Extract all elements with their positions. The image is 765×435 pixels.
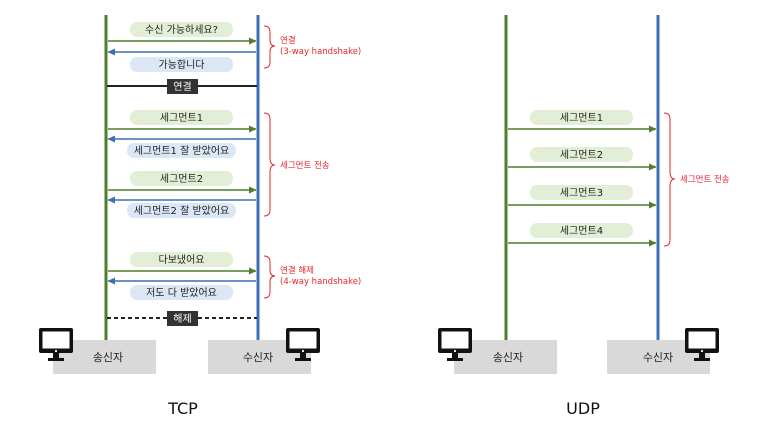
monitor-icon (286, 328, 320, 361)
tcp-ack1-pill (127, 143, 236, 158)
tcp-connect-brace (263, 25, 276, 69)
tcp-close-brace (263, 255, 276, 299)
tcp-ack2-pill (127, 203, 236, 218)
tcp-request-label: 수신 가능하세요? (145, 23, 218, 36)
udp-seg4-pill (530, 223, 633, 238)
tcp-receiver-label: 수신자 (243, 351, 273, 364)
monitor-icon (438, 328, 472, 361)
udp-seg2-label: 세그먼트2 (560, 149, 603, 161)
tcp-seg1-pill (130, 110, 233, 125)
udp-sender-label: 송신자 (493, 351, 523, 364)
tcp-close-reply-pill (130, 285, 233, 300)
udp-transfer-note: 세그먼트 전송 (680, 174, 730, 185)
tcp-transfer-note: 세그먼트 전송 (280, 160, 330, 171)
tcp-reply-label: 가능합니다 (159, 59, 205, 71)
udp-seg1-pill (530, 110, 633, 125)
tcp-close-note-2: (4-way handshake) (280, 277, 361, 287)
udp-receiver-label: 수신자 (643, 351, 673, 364)
tcp-connect-tag: 연결 (173, 81, 191, 93)
udp-panel: 세그먼트1 세그먼트2 세그먼트3 세그먼트4 세그먼트 전송 송신자 수신자 (438, 15, 730, 418)
tcp-connect-tag-bg (167, 79, 198, 94)
tcp-close-request-label: 다보냈어요 (159, 254, 205, 266)
udp-seg1-label: 세그먼트1 (560, 112, 603, 124)
udp-transfer-brace (663, 112, 676, 247)
tcp-panel: 수신 가능하세요? 가능합니다 연결 연결 (3-way handshake) … (39, 15, 361, 418)
tcp-close-tag: 해제 (173, 312, 191, 325)
tcp-close-tag-bg (167, 311, 198, 326)
tcp-seg1-label: 세그먼트1 (160, 112, 203, 124)
tcp-sender-label: 송신자 (93, 351, 123, 364)
tcp-reply-pill (130, 57, 233, 72)
udp-seg4-label: 세그먼트4 (560, 225, 603, 237)
tcp-connect-note-2: (3-way handshake) (280, 47, 361, 57)
tcp-seg2-pill (130, 171, 233, 186)
udp-seg3-label: 세그먼트3 (560, 187, 603, 199)
udp-title: UDP (566, 399, 600, 418)
tcp-title: TCP (167, 399, 198, 418)
tcp-close-request-pill (130, 252, 233, 267)
tcp-close-reply-label: 저도 다 받았어요 (146, 287, 217, 299)
tcp-close-note-1: 연결 해제 (280, 265, 314, 276)
udp-seg2-pill (530, 147, 633, 162)
monitor-icon (685, 328, 719, 361)
tcp-connect-note-1: 연결 (280, 35, 296, 46)
tcp-request-pill (130, 22, 233, 37)
monitor-icon (39, 328, 73, 361)
tcp-ack1-label: 세그먼트1 잘 받았어요 (134, 145, 230, 157)
tcp-ack2-label: 세그먼트2 잘 받았어요 (134, 205, 230, 217)
udp-seg3-pill (530, 185, 633, 200)
tcp-transfer-brace (263, 112, 276, 217)
tcp-seg2-label: 세그먼트2 (160, 173, 203, 185)
